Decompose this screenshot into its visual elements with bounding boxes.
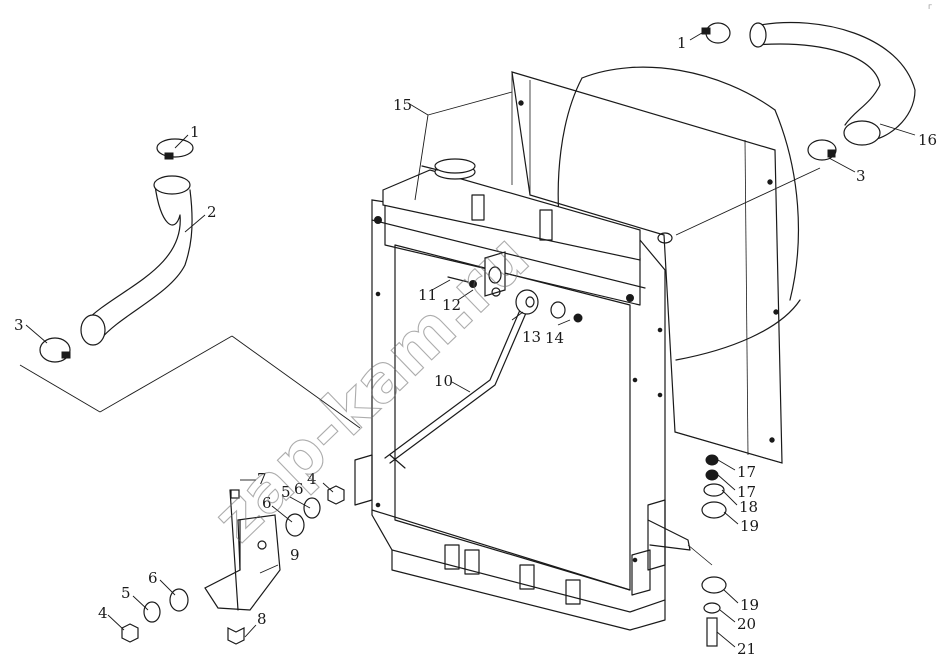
callout-20: 20 [737, 615, 756, 633]
callout-6-left: 6 [148, 569, 158, 587]
upper-hose [749, 22, 916, 146]
lower-hose [80, 175, 193, 346]
callout-4-left: 4 [98, 604, 108, 622]
callout-8: 8 [257, 610, 267, 628]
radiator [354, 158, 691, 631]
callout-19-upper: 19 [740, 517, 759, 535]
right-mount [687, 454, 727, 647]
callout-18: 18 [739, 498, 758, 516]
callout-17-lower: 17 [737, 483, 756, 501]
callout-1-lower: 1 [190, 123, 200, 141]
callout-labels: 1 1 2 3 3 4 4 5 5 6 6 6 7 8 9 10 11 12 1… [14, 34, 937, 658]
callout-6-mid: 6 [262, 494, 272, 512]
callout-12: 12 [442, 296, 461, 314]
callout-19-lower: 19 [740, 596, 759, 614]
callout-2: 2 [207, 203, 217, 221]
callout-21: 21 [737, 640, 756, 658]
callout-3-left: 3 [14, 316, 24, 334]
leader-lines [19, 29, 916, 648]
callout-7: 7 [257, 470, 267, 488]
fan-shroud [511, 66, 801, 464]
callout-5-left: 5 [121, 584, 131, 602]
callout-16: 16 [918, 131, 937, 149]
callout-5-right: 5 [281, 483, 291, 501]
callout-1-upper: 1 [677, 34, 687, 52]
callout-14: 14 [545, 329, 564, 347]
callout-3-right: 3 [856, 167, 866, 185]
callout-6-right: 6 [294, 480, 304, 498]
callout-15: 15 [393, 96, 412, 114]
callout-17-upper: 17 [737, 463, 756, 481]
callout-9: 9 [290, 546, 300, 564]
corner-mark: г [928, 2, 932, 11]
callout-11: 11 [418, 286, 437, 304]
callout-10: 10 [434, 372, 453, 390]
callout-4-right: 4 [307, 470, 317, 488]
tie-rod-hardware [384, 251, 583, 469]
callout-13: 13 [522, 328, 541, 346]
